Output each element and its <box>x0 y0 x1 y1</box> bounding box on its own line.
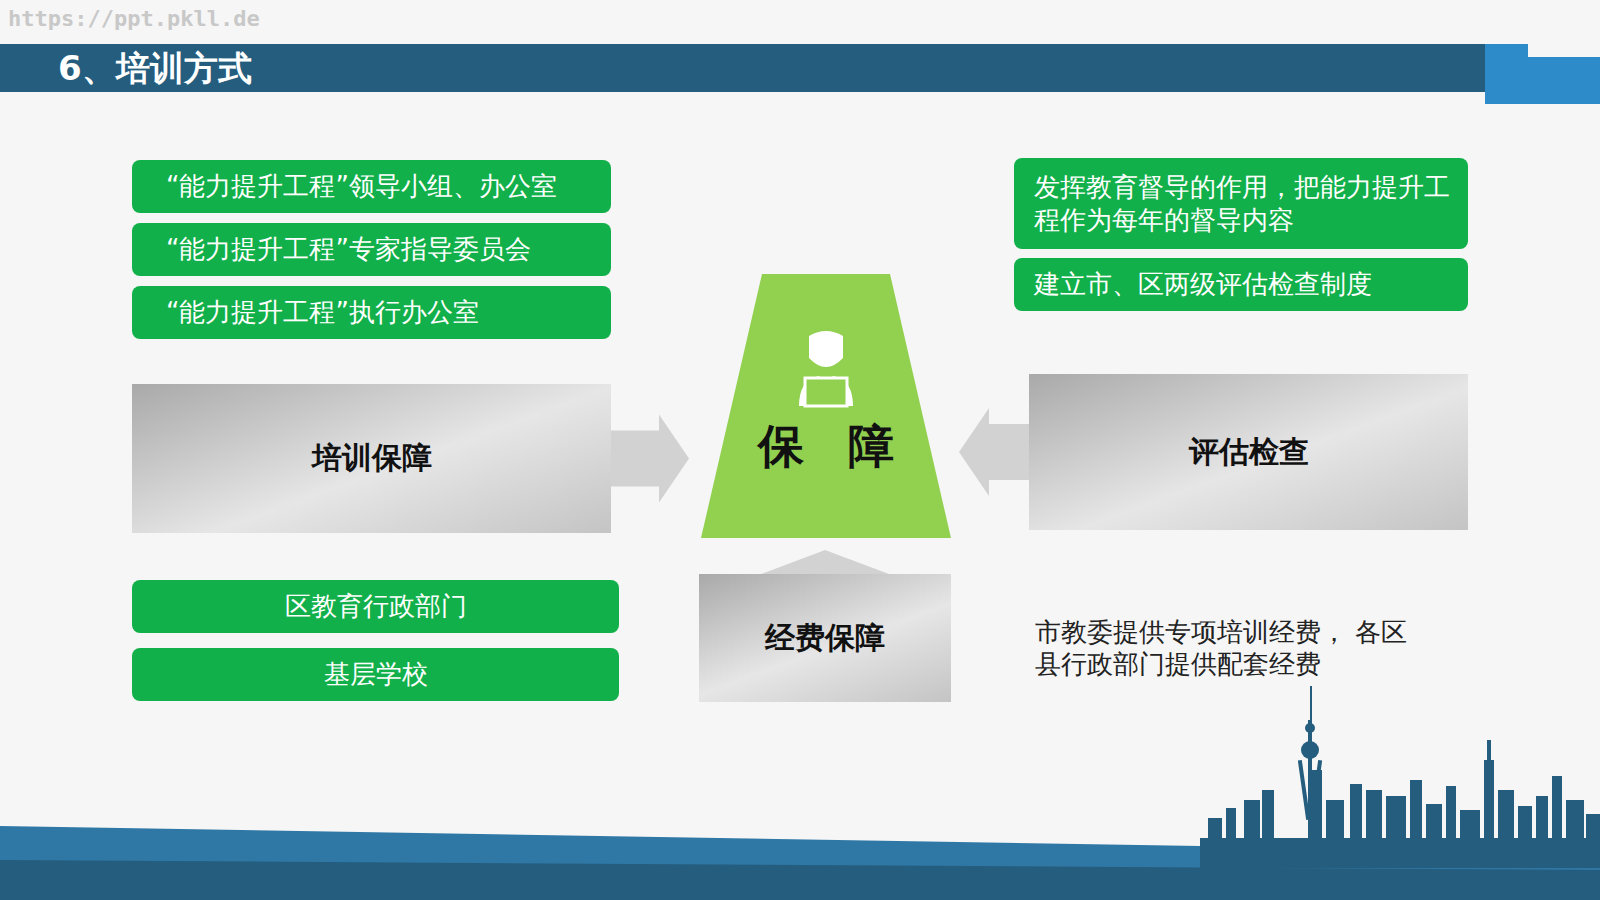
title-band <box>0 44 1528 92</box>
node-text: 经费保障 <box>765 618 885 659</box>
node-text: 发挥教育督导的作用，把能力提升工程作为每年的督导内容 <box>1034 171 1450 236</box>
arrow-shape <box>959 408 1029 496</box>
band-tab <box>1485 57 1600 104</box>
core-trapezoid: 保 障 <box>701 274 951 538</box>
block-arrow <box>611 415 689 503</box>
watermark: https://ppt.pkll.de <box>8 6 260 31</box>
trapezoid-shape <box>701 274 951 538</box>
node-text: “能力提升工程”领导小组、办公室 <box>166 169 557 204</box>
org-box: “能力提升工程”领导小组、办公室 <box>132 160 611 213</box>
node-text: 区教育行政部门 <box>285 589 467 624</box>
node-text: 建立市、区两级评估检查制度 <box>1034 268 1372 301</box>
org-box: “能力提升工程”执行办公室 <box>132 286 611 339</box>
city-skyline <box>1200 686 1600 868</box>
support-box: 经费保障 <box>699 574 951 702</box>
inspection-box: 发挥教育督导的作用，把能力提升工程作为每年的督导内容 <box>1014 158 1468 249</box>
org-box: “能力提升工程”专家指导委员会 <box>132 223 611 276</box>
slide-title: 6、培训方式 <box>58 45 252 91</box>
support-box: 评估检查 <box>1029 374 1468 530</box>
support-box: 培训保障 <box>132 384 611 533</box>
band-accent <box>1485 44 1528 57</box>
block-arrow <box>959 408 1029 496</box>
node-text: 基层学校 <box>324 657 428 692</box>
arrow-shape <box>611 415 689 503</box>
node-text: 培训保障 <box>312 438 432 479</box>
node-text: “能力提升工程”专家指导委员会 <box>166 232 531 267</box>
block-arrow <box>761 550 889 575</box>
node-text: “能力提升工程”执行办公室 <box>166 295 479 330</box>
node-text: 评估检查 <box>1189 432 1309 473</box>
inspection-box: 建立市、区两级评估检查制度 <box>1014 258 1468 311</box>
funding-note: 市教委提供专项培训经费， 各区县行政部门提供配套经费 <box>1035 616 1425 680</box>
org-box: 基层学校 <box>132 648 619 701</box>
node-text: 保 障 <box>744 416 908 478</box>
arrow-shape <box>761 550 889 575</box>
org-box: 区教育行政部门 <box>132 580 619 633</box>
